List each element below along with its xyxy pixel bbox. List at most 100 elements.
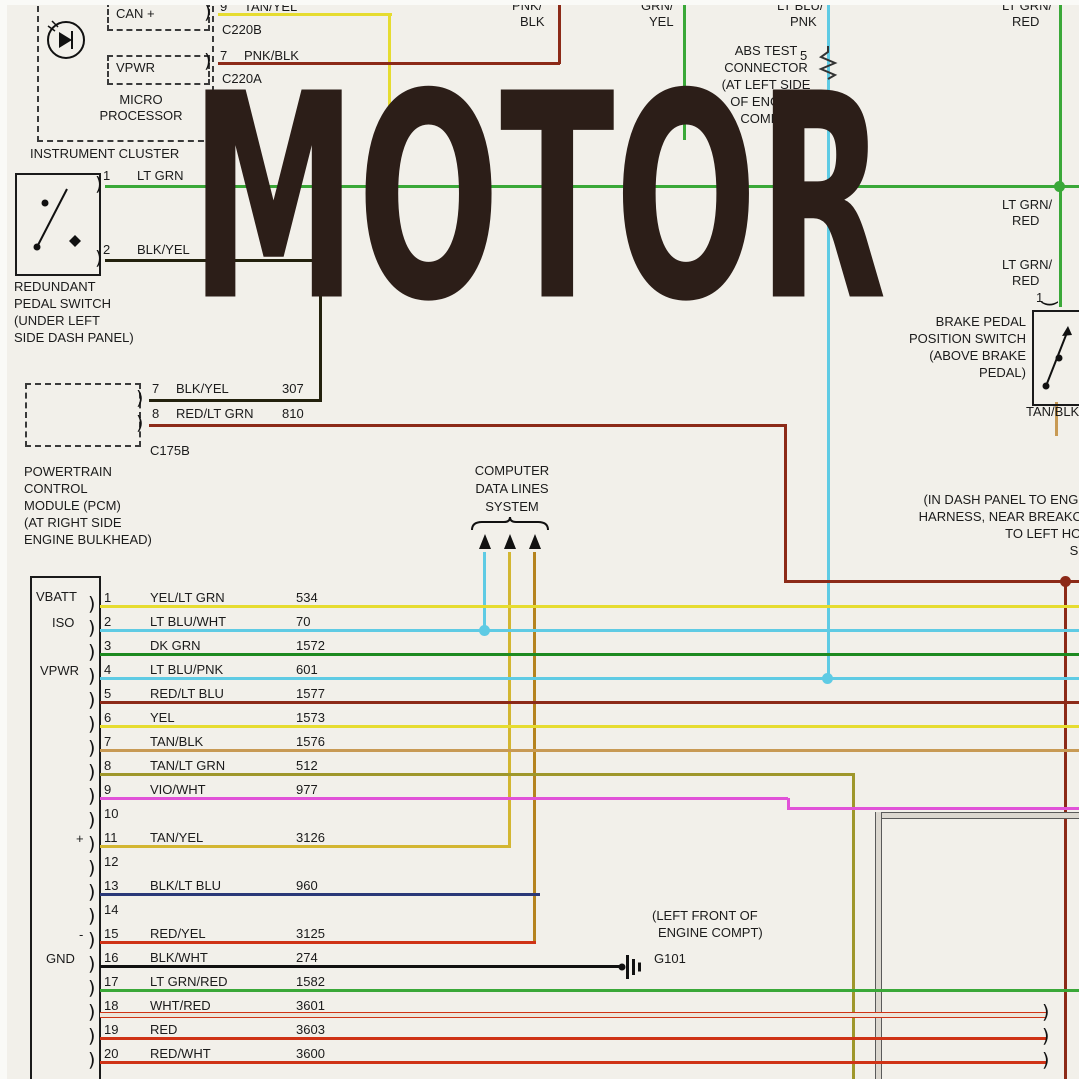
micro-processor-label-1: MICRO xyxy=(119,92,163,107)
vpwr-label: VPWR xyxy=(116,60,155,75)
pcm-pin-cavity-icon: ) xyxy=(88,1001,96,1023)
can-label: CAN + xyxy=(116,6,155,21)
top-wire-lt-grn-red-2: RED xyxy=(1012,14,1040,29)
redundant-label-2: PEDAL SWITCH xyxy=(14,296,112,311)
ground-id: G101 xyxy=(654,951,686,966)
cluster-pin-9-number: 9 xyxy=(220,0,228,14)
redundant-pin-1-wire: LT GRN xyxy=(137,168,184,183)
pcm-pin-wire xyxy=(100,653,1079,656)
pcm-pin-circuit: 1577 xyxy=(296,686,325,701)
pcm-pin-cavity-icon: ) xyxy=(88,833,96,855)
pcm-pin-number: 3 xyxy=(104,638,112,653)
wire-grn-yel-v xyxy=(683,0,686,140)
pcm-pin-wire-name: TAN/YEL xyxy=(150,830,204,845)
connector-cavity-icon: ) xyxy=(1042,1049,1050,1071)
redundant-pin-2-number: 2 xyxy=(103,242,111,257)
wire-red-lt-grn-v2 xyxy=(1064,580,1067,1079)
wire-tan-yel-cluster-h xyxy=(218,13,392,16)
splice-note-line-1: (IN DASH PANEL TO ENGINE xyxy=(923,492,1079,507)
wire-red-lt-grn-v1 xyxy=(784,424,787,583)
pcm-pin-circuit: 1576 xyxy=(296,734,325,749)
brake-pin-number: 1 xyxy=(1036,290,1044,305)
pcm-pin-wire-name: VIO/WHT xyxy=(150,782,206,797)
data-lines-label-1: COMPUTER xyxy=(474,463,550,478)
brake-switch-box xyxy=(1032,310,1079,406)
pcm-pin-circuit: 3126 xyxy=(296,830,325,845)
pcm-pin-wire-name: RED/WHT xyxy=(150,1046,211,1061)
pcm-pin-number: 8 xyxy=(104,758,112,773)
indicator-lamp-icon xyxy=(47,20,85,59)
pcm-side-vpwr: VPWR xyxy=(40,663,79,678)
connector-cavity-icon: ) xyxy=(1042,1001,1050,1023)
wire-data-line-2 xyxy=(508,552,511,848)
pcm-pin-number: 17 xyxy=(104,974,119,989)
pcm-pin-cavity-icon: ) xyxy=(88,977,96,999)
abs-test-line-5: COMPT) xyxy=(740,111,792,126)
brake-label-2: POSITION SWITCH xyxy=(909,331,1026,346)
abs-test-line-1: ABS TEST xyxy=(734,43,798,58)
pcm-pin-wire xyxy=(100,629,1079,632)
pcm-pin-number: 13 xyxy=(104,878,119,893)
pcm-side-minus: - xyxy=(79,927,84,942)
abs-test-connector-icon xyxy=(818,46,838,80)
pcm-pin-wire xyxy=(100,989,1079,992)
pcm-pin-cavity-icon: ) xyxy=(88,929,96,951)
pcm-connector-box xyxy=(30,576,101,1079)
pcm-pin-wire-name: LT BLU/PNK xyxy=(150,662,224,677)
top-wire-grn-yel-2: YEL xyxy=(649,14,674,29)
pcm-pin-circuit: 3125 xyxy=(296,926,325,941)
pcm-label-3: MODULE (PCM) xyxy=(24,498,121,513)
pcm-pin-wire xyxy=(100,941,536,944)
pcm-pin-7-number: 7 xyxy=(152,381,160,396)
redundant-label-1: REDUNDANT xyxy=(14,279,96,294)
wire-pnk-blk-h xyxy=(218,62,560,65)
redundant-pedal-switch-icon xyxy=(33,188,81,251)
top-wire-pnk-blk-2: BLK xyxy=(520,14,545,29)
pcm-pin-cavity-icon: ) xyxy=(88,1049,96,1071)
connector-cavity-icon: ) xyxy=(95,247,103,269)
pcm-pin-wire xyxy=(100,845,511,848)
wire-pnk-blk-v xyxy=(558,0,561,64)
brake-label-1: BRAKE PEDAL xyxy=(935,314,1026,329)
pcm-pin-circuit: 512 xyxy=(296,758,318,773)
pcm-pin-cavity-icon: ) xyxy=(88,905,96,927)
wire-vio-wht-jog-v xyxy=(787,798,790,810)
wire-wht-red-highway-h xyxy=(875,812,1079,819)
pcm-pin-number: 19 xyxy=(104,1022,119,1037)
data-lines-label-2: DATA LINES xyxy=(475,481,549,496)
brake-bottom-wire-label: TAN/BLK xyxy=(1026,404,1079,419)
pcm-pin-wire-name: YEL xyxy=(150,710,175,725)
pcm-pin-number: 15 xyxy=(104,926,119,941)
micro-processor-label-2: PROCESSOR xyxy=(99,108,183,123)
pcm-pin-wire-name: BLK/LT BLU xyxy=(150,878,222,893)
brake-label-4: PEDAL) xyxy=(979,365,1026,380)
data-lines-brace-arrows xyxy=(471,516,549,549)
abs-test-pin-number: 5 xyxy=(800,48,808,63)
pcm-pin-wire xyxy=(100,1061,1046,1064)
pcm-pin-7-wire: BLK/YEL xyxy=(176,381,229,396)
pcm-pin-circuit: 601 xyxy=(296,662,318,677)
pcm-pin-wire xyxy=(100,749,1079,752)
wire-blk-yel-v xyxy=(319,259,322,402)
pcm-side-vbatt: VBATT xyxy=(36,589,77,604)
pcm-pin-circuit: 3601 xyxy=(296,998,325,1013)
pcm-pin-cavity-icon: ) xyxy=(88,857,96,879)
pcm-side-iso: ISO xyxy=(52,615,75,630)
page-margin-top xyxy=(0,0,1079,5)
pcm-label-5: ENGINE BULKHEAD) xyxy=(24,532,152,547)
brake-label-3: (ABOVE BRAKE xyxy=(929,348,1026,363)
pcm-pin-circuit: 960 xyxy=(296,878,318,893)
connector-cavity-icon: ) xyxy=(1042,1025,1050,1047)
pcm-pin-circuit: 534 xyxy=(296,590,318,605)
pcm-pin-number: 14 xyxy=(104,902,119,917)
pcm-pin-wire xyxy=(100,701,1079,704)
pcm-pin-cavity-icon: ) xyxy=(88,881,96,903)
pcm-pin-circuit: 3603 xyxy=(296,1022,325,1037)
pcm-pin-cavity-icon: ) xyxy=(88,617,96,639)
wire-vio-wht-h2 xyxy=(787,807,1079,810)
pcm-pin-wire-name: WHT/RED xyxy=(150,998,211,1013)
pcm-pin-cavity-icon: ) xyxy=(88,689,96,711)
abs-test-line-2: CONNECTOR xyxy=(724,60,808,75)
wire-blk-yel-h1 xyxy=(105,259,322,262)
pcm-pin-cavity-icon: ) xyxy=(88,713,96,735)
